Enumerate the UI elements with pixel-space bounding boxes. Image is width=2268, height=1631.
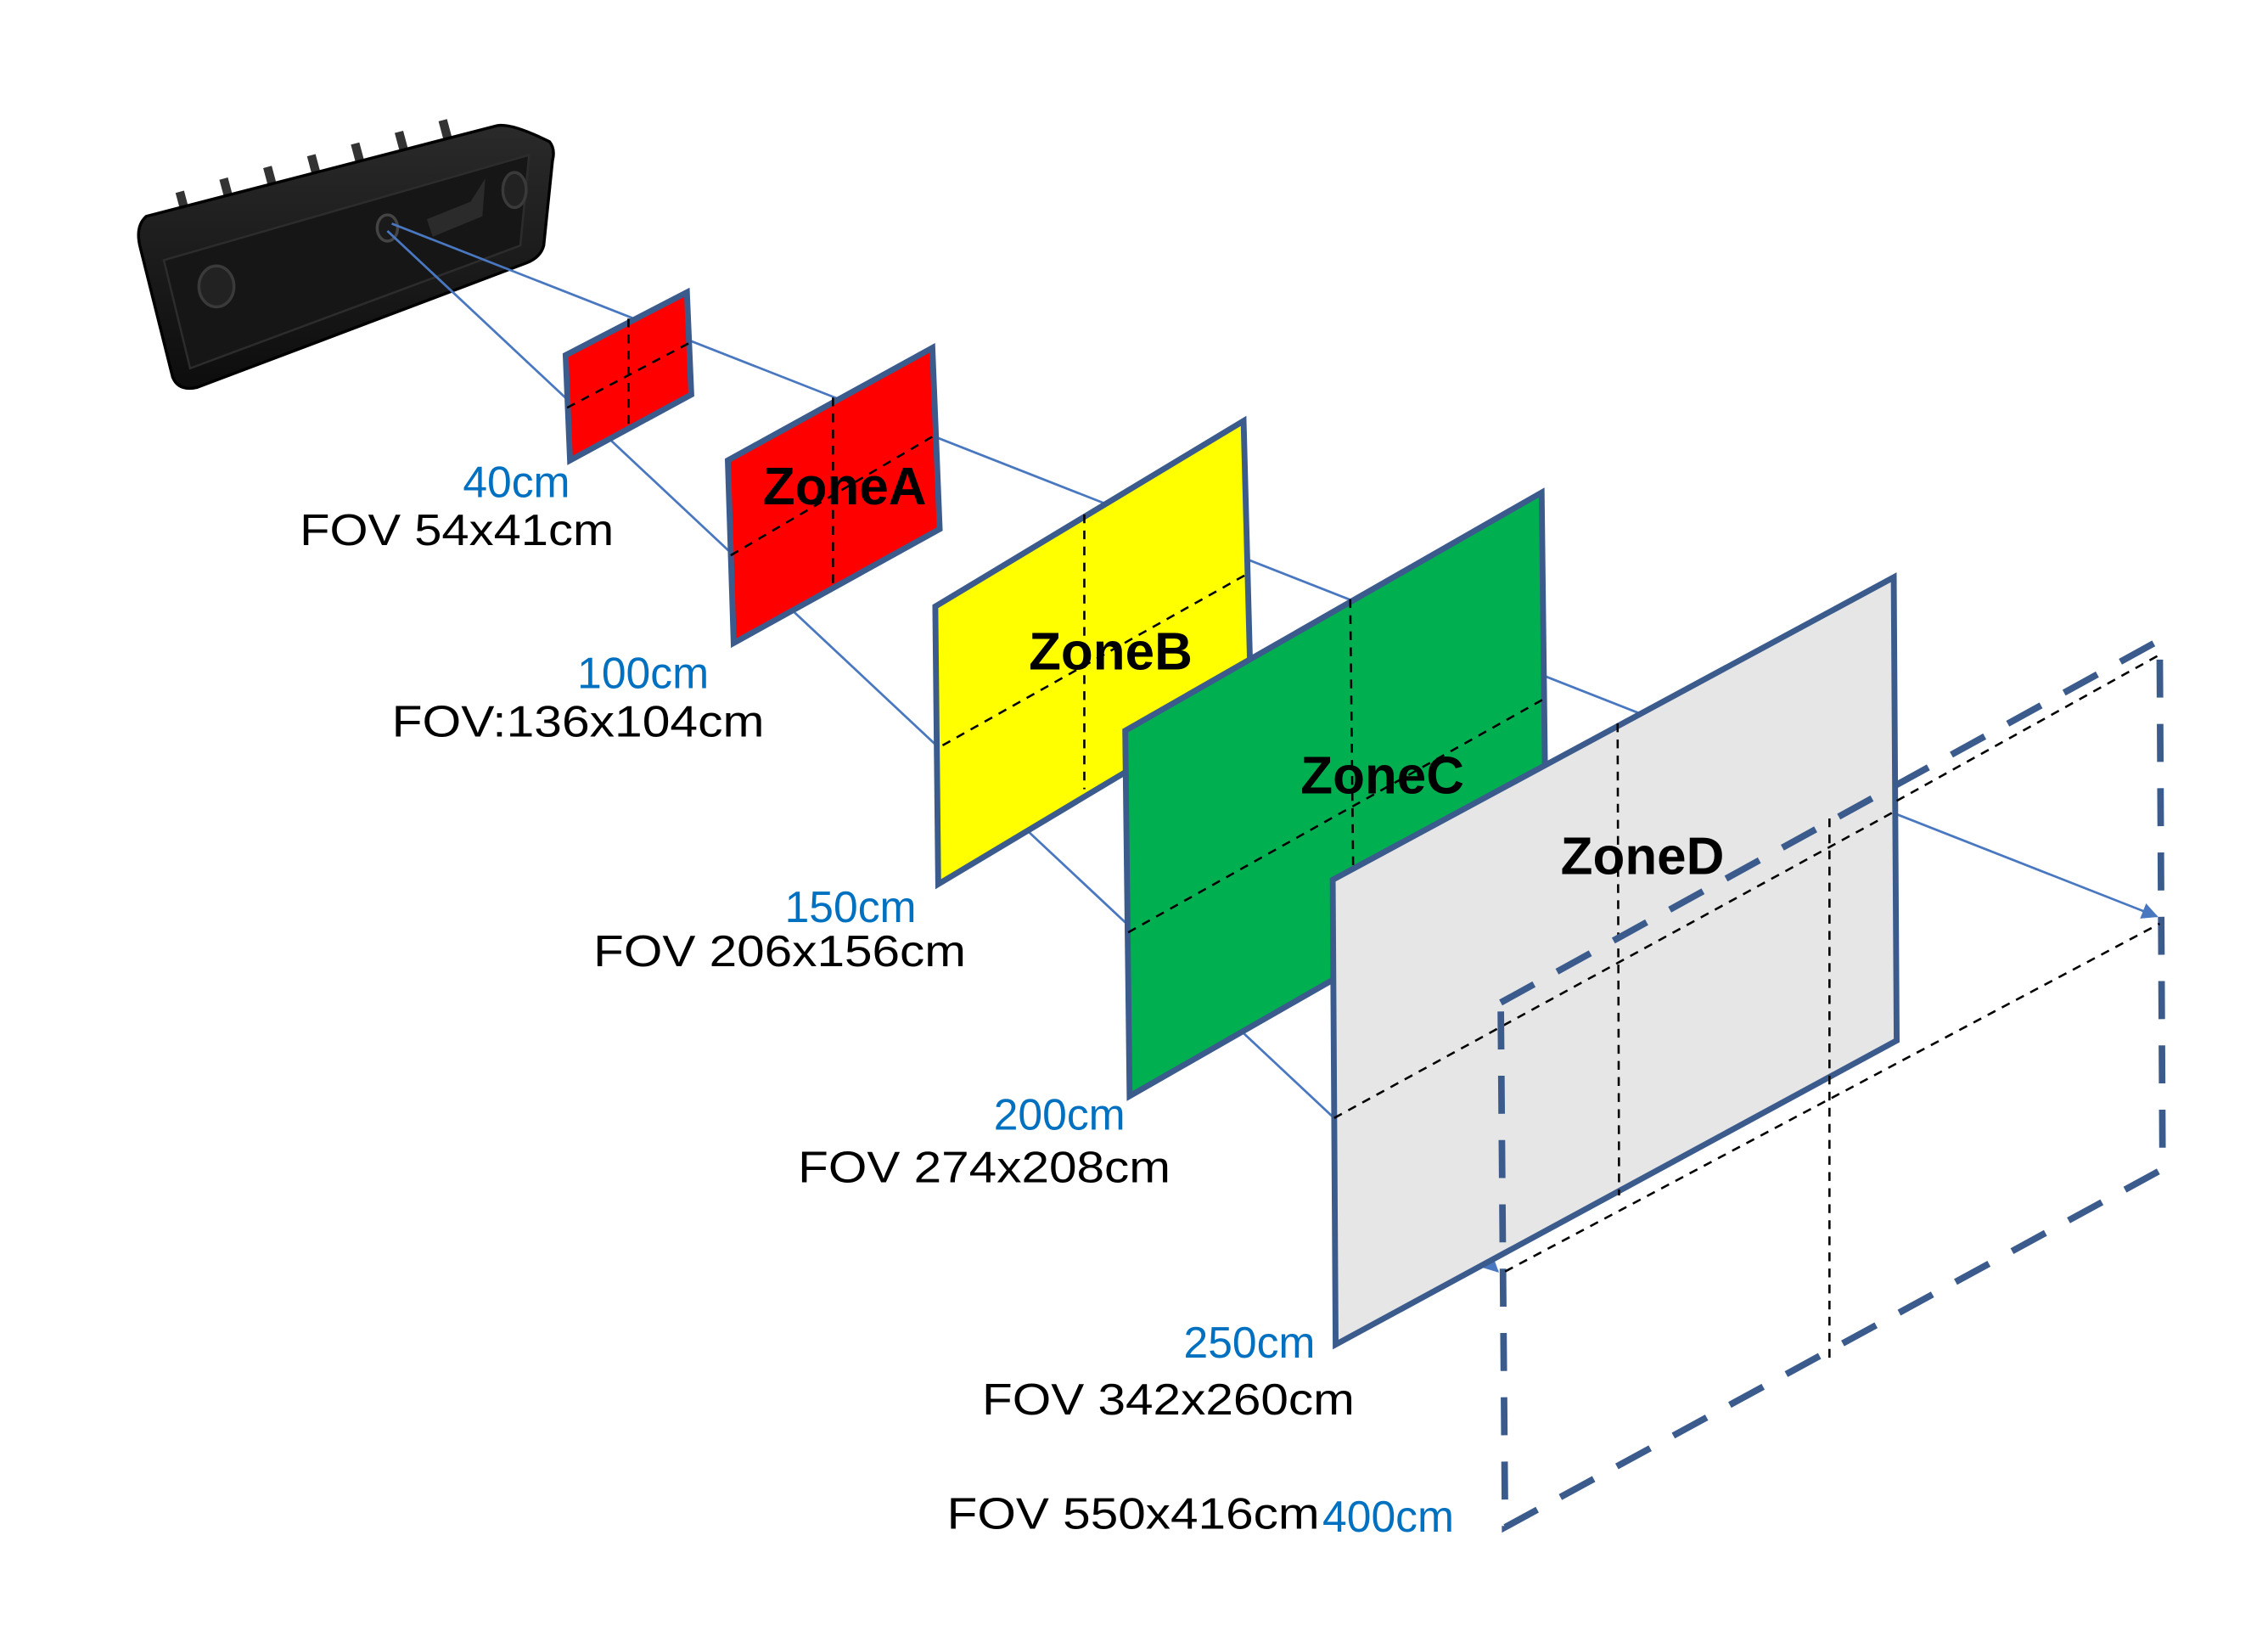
distance-label-40cm: 40cm: [463, 457, 570, 506]
zone-a-panel: ZoneA: [724, 342, 943, 649]
fov-label-150cm: FOV 206x156cm: [593, 926, 966, 976]
distance-label-200cm: 200cm: [994, 1090, 1126, 1139]
fov-label-200cm: FOV 274x208cm: [798, 1143, 1170, 1192]
zone-a-label: ZoneA: [763, 458, 927, 516]
distance-label-150cm: 150cm: [785, 882, 917, 931]
fov-label-400cm: FOV 550x416cm: [947, 1489, 1320, 1538]
fov-label-100cm: FOV:136x104cm: [392, 697, 765, 746]
distance-label-250cm: 250cm: [1183, 1318, 1315, 1367]
fov-label-40cm: FOV 54x41cm: [300, 505, 614, 554]
depth-camera-icon: [137, 119, 555, 391]
distance-label-100cm: 100cm: [577, 649, 709, 698]
zone-b-label: ZoneB: [1029, 622, 1193, 681]
distance-label-400cm: 400cm: [1322, 1492, 1454, 1541]
panel-40cm: [562, 287, 694, 465]
zone-c-label: ZoneC: [1300, 747, 1464, 806]
zone-d-panel: ZoneD: [1329, 572, 1900, 1350]
fov-label-250cm: FOV 342x260cm: [982, 1375, 1355, 1424]
zone-d-label: ZoneD: [1561, 827, 1725, 886]
frame-400cm: [1497, 634, 2166, 1533]
